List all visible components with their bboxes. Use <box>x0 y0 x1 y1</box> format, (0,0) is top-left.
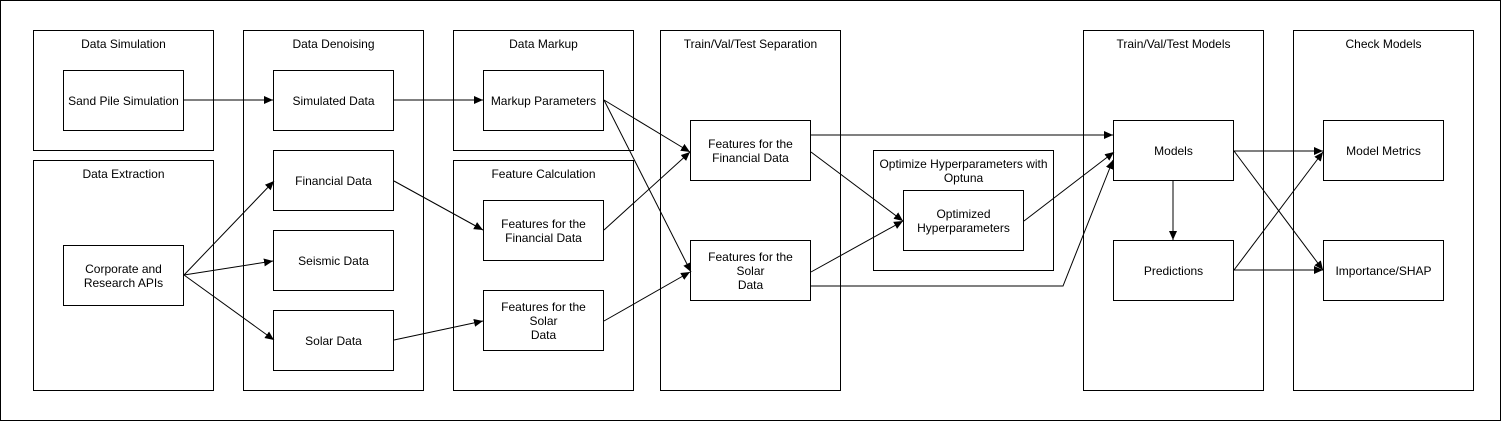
node-models: Models <box>1113 120 1234 181</box>
group-title: Data Markup <box>509 37 578 51</box>
node-financial-data: Financial Data <box>273 150 394 211</box>
group-title: Data Extraction <box>82 167 165 181</box>
node-features-financial-data: Features for the Financial Data <box>483 200 604 261</box>
node-markup-parameters: Markup Parameters <box>483 70 604 131</box>
node-split-features-solar-data: Features for the Solar Data <box>690 240 811 301</box>
group-title: Check Models <box>1345 37 1422 51</box>
group-title: Feature Calculation <box>491 167 596 181</box>
node-optimized-hyperparameters: Optimized Hyperparameters <box>903 190 1024 251</box>
group-title: Train/Val/Test Separation <box>683 37 818 51</box>
node-split-features-financial-data: Features for the Financial Data <box>690 120 811 181</box>
node-model-metrics: Model Metrics <box>1323 120 1444 181</box>
node-corporate-research-apis: Corporate and Research APIs <box>63 245 184 306</box>
node-importance-shap: Importance/SHAP <box>1323 240 1444 301</box>
group-feature-calculation: Feature Calculation <box>453 160 634 391</box>
group-title: Data Simulation <box>81 37 166 51</box>
node-solar-data: Solar Data <box>273 310 394 371</box>
node-predictions: Predictions <box>1113 240 1234 301</box>
node-features-solar-data: Features for the Solar Data <box>483 290 604 351</box>
node-sand-pile-simulation: Sand Pile Simulation <box>63 70 184 131</box>
group-check-models: Check Models <box>1293 30 1474 391</box>
group-title: Optimize Hyperparameters with Optuna <box>879 157 1048 185</box>
group-train-val-test-separation: Train/Val/Test Separation <box>660 30 841 391</box>
node-simulated-data: Simulated Data <box>273 70 394 131</box>
group-train-val-test-models: Train/Val/Test Models <box>1083 30 1264 391</box>
node-seismic-data: Seismic Data <box>273 230 394 291</box>
group-title: Train/Val/Test Models <box>1116 37 1231 51</box>
group-title: Data Denoising <box>292 37 375 51</box>
